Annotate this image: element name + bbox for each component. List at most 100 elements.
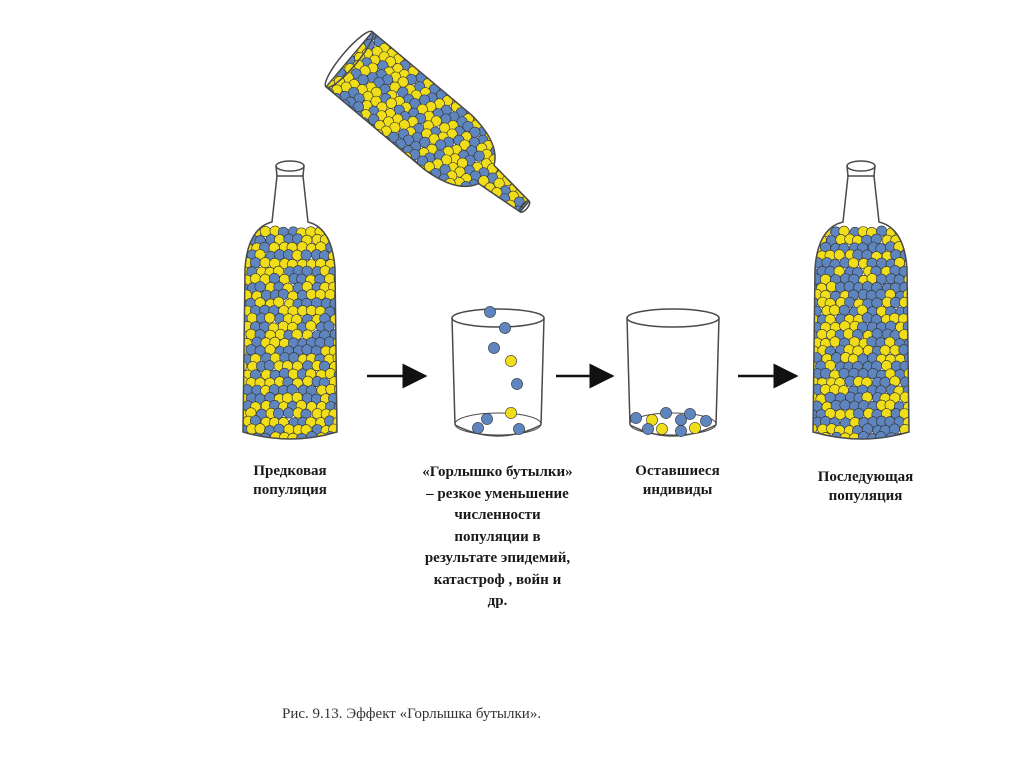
ball — [332, 432, 337, 439]
ball — [907, 265, 909, 277]
ball — [813, 352, 814, 364]
ball — [898, 329, 909, 341]
ball — [908, 408, 909, 420]
ball — [293, 441, 303, 451]
ball — [232, 305, 242, 315]
ball — [875, 431, 887, 439]
ball — [907, 361, 909, 373]
ball — [254, 281, 266, 293]
ball — [813, 321, 815, 333]
ball — [243, 258, 245, 270]
ball — [521, 150, 533, 162]
ball — [700, 415, 712, 427]
ball — [903, 368, 909, 380]
ball — [813, 338, 815, 350]
ball — [899, 442, 909, 452]
label-survivors: Оставшиеся индивиды — [635, 463, 720, 498]
ball — [243, 400, 245, 412]
ball — [684, 408, 696, 420]
ball — [338, 235, 348, 245]
ball — [675, 425, 687, 437]
ball — [900, 376, 909, 388]
ball — [813, 258, 815, 270]
ball — [450, 195, 462, 207]
ball — [527, 167, 539, 179]
ball — [478, 218, 490, 230]
ball — [339, 346, 349, 356]
ball — [339, 440, 349, 450]
ball — [529, 156, 541, 168]
ball — [339, 250, 349, 260]
ball — [459, 190, 471, 202]
ball — [334, 320, 337, 332]
ball — [320, 441, 330, 451]
ball — [544, 169, 548, 181]
ball — [910, 425, 920, 435]
ball — [902, 227, 909, 239]
ball — [908, 312, 909, 324]
ball — [272, 407, 284, 419]
ball — [909, 441, 919, 451]
ball — [898, 344, 909, 356]
ball — [340, 361, 350, 371]
ball — [497, 152, 509, 164]
ball — [243, 384, 244, 396]
ball — [813, 234, 819, 246]
ball — [339, 282, 349, 292]
ball — [802, 385, 812, 395]
ball — [286, 384, 298, 396]
ball — [486, 120, 498, 132]
ball — [243, 336, 245, 348]
ball — [466, 196, 478, 208]
ball — [484, 306, 496, 318]
pouring-bottle-balls — [326, 31, 548, 235]
ball — [518, 169, 530, 181]
subsequent-population-balls — [802, 225, 920, 452]
ball — [332, 242, 337, 254]
ball — [689, 422, 701, 434]
ball — [656, 423, 668, 435]
ball — [857, 431, 869, 439]
ball — [338, 297, 348, 307]
ball — [808, 441, 818, 451]
ball — [442, 188, 454, 200]
ball — [542, 178, 548, 190]
ball — [273, 296, 285, 308]
ball — [488, 342, 500, 354]
ball — [259, 257, 271, 269]
ball — [903, 432, 909, 439]
ball — [829, 304, 841, 316]
ball — [819, 225, 831, 237]
ball — [243, 242, 244, 254]
ball — [813, 296, 819, 308]
survivors-glass — [626, 308, 720, 437]
ball — [505, 355, 517, 367]
ball — [889, 440, 899, 450]
ball — [521, 161, 533, 173]
ball — [274, 441, 284, 451]
ball — [311, 440, 321, 450]
ball — [495, 211, 507, 223]
survivor-balls — [630, 407, 712, 437]
ball — [802, 243, 812, 253]
figure-caption: Рис. 9.13. Эффект «Горлышка бутылки». — [282, 706, 542, 722]
ball — [243, 226, 253, 238]
label-subsequent-population: Последующая популяция — [817, 469, 914, 504]
ball — [835, 441, 845, 451]
ball — [475, 194, 487, 206]
ball — [338, 329, 348, 339]
ancestral-bottle — [232, 160, 350, 452]
ball — [880, 441, 890, 451]
ball — [243, 273, 245, 285]
ball — [802, 370, 812, 380]
ball — [873, 441, 883, 451]
ball — [485, 222, 497, 234]
ball — [340, 267, 350, 277]
ball — [236, 440, 246, 450]
ball — [904, 352, 909, 364]
ball — [802, 226, 812, 236]
ball — [533, 172, 545, 184]
ball — [243, 234, 249, 246]
ball — [303, 442, 313, 452]
ball — [513, 154, 525, 166]
